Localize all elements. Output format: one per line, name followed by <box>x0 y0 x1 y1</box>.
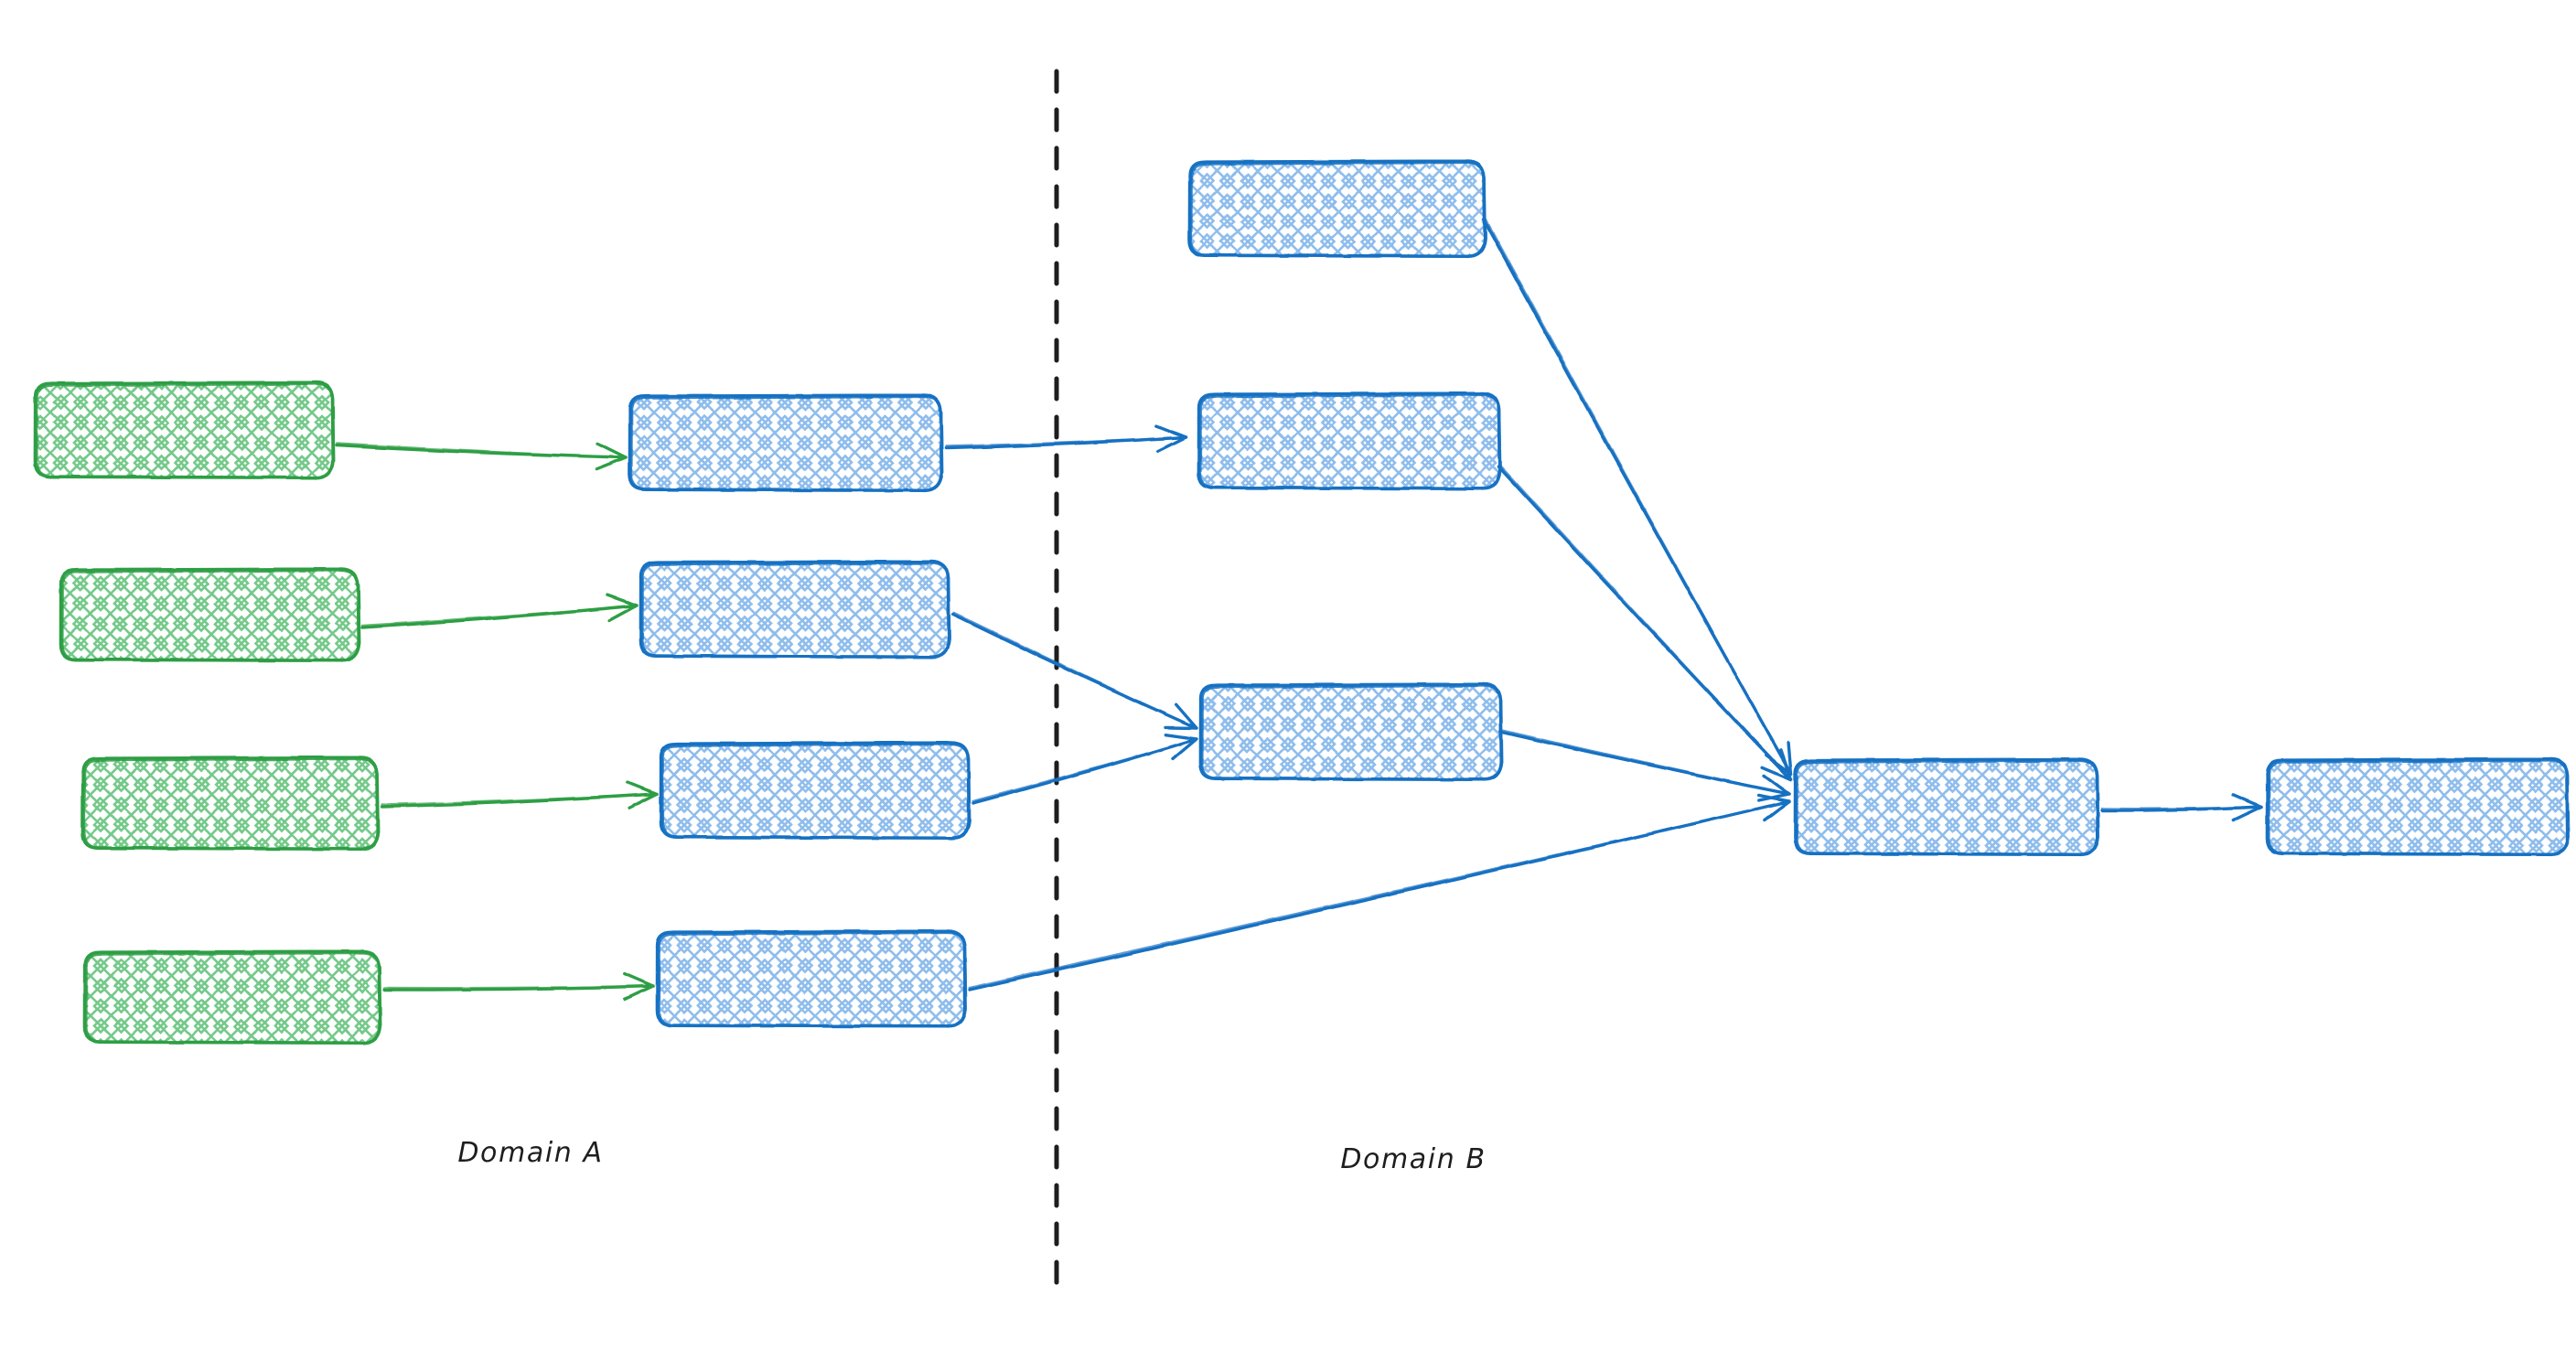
node-outline-shadow <box>657 931 968 1028</box>
node-outline-shadow <box>82 757 381 851</box>
arrowhead-icon <box>1164 702 1198 730</box>
edge-e10[interactable] <box>1497 464 1793 781</box>
node-b-1[interactable] <box>1187 159 1487 259</box>
node-b-out[interactable] <box>2265 757 2571 857</box>
edge-line-second-pass <box>971 738 1197 802</box>
node-outline-shadow <box>629 395 944 492</box>
node-outline-shadow <box>84 951 382 1045</box>
node-a-mid-2[interactable] <box>639 560 951 659</box>
label-layer: Domain A Domain B <box>457 1137 1486 1175</box>
node-fill <box>1795 759 2098 855</box>
node-fill <box>35 382 333 478</box>
edge-e3[interactable] <box>381 780 659 809</box>
node-b-2[interactable] <box>1197 391 1502 491</box>
edge-e8[interactable] <box>968 793 1791 991</box>
edge-line-second-pass <box>381 793 658 806</box>
node-a-in-2[interactable] <box>59 567 361 663</box>
edge-e7[interactable] <box>971 733 1198 805</box>
node-outline-shadow <box>60 569 361 662</box>
edge-e4[interactable] <box>382 971 655 1001</box>
edge-line-second-pass <box>1484 217 1792 775</box>
node-outline-shadow <box>1198 393 1502 490</box>
edge-line-second-pass <box>1499 728 1790 795</box>
edge-line-second-pass <box>360 605 638 627</box>
node-outline-shadow <box>640 562 951 659</box>
node-outline-shadow <box>35 382 336 479</box>
edge-line-second-pass <box>944 436 1186 447</box>
edge-line-second-pass <box>968 800 1790 989</box>
node-b-hub[interactable] <box>1793 757 2100 857</box>
node-fill <box>629 395 941 491</box>
label-domain-b: Domain B <box>1340 1143 1486 1175</box>
arrowhead-icon <box>2230 793 2263 822</box>
arrowhead-icon <box>626 780 659 809</box>
node-outline-shadow <box>660 743 971 840</box>
node-fill <box>1198 393 1499 489</box>
edge-e5[interactable] <box>944 423 1187 453</box>
edge-line-second-pass <box>1498 464 1792 780</box>
edge-e12[interactable] <box>2100 793 2263 822</box>
edge-line-second-pass <box>2100 806 2262 809</box>
node-a-in-1[interactable] <box>33 381 336 480</box>
edge-e2[interactable] <box>360 593 639 629</box>
edge-line-second-pass <box>382 985 654 989</box>
node-a-in-3[interactable] <box>80 756 381 852</box>
node-a-in-4[interactable] <box>82 949 382 1045</box>
label-domain-a: Domain A <box>457 1137 603 1169</box>
node-outline-shadow <box>1200 684 1504 781</box>
node-a-mid-3[interactable] <box>659 741 971 841</box>
edge-line-second-pass <box>336 442 627 458</box>
node-fill <box>1189 161 1485 257</box>
edge-e6[interactable] <box>951 612 1198 730</box>
node-fill <box>1200 684 1501 780</box>
arrowhead-icon <box>606 593 639 622</box>
edge-line-second-pass <box>952 612 1197 729</box>
node-fill <box>657 931 965 1027</box>
arrowhead-icon <box>623 971 655 1001</box>
node-fill <box>640 562 949 658</box>
arrowhead-icon <box>1164 733 1198 761</box>
arrowhead-icon <box>1760 748 1793 781</box>
node-b-3[interactable] <box>1198 682 1504 782</box>
node-outline-shadow <box>2267 759 2571 856</box>
node-outline-shadow <box>1189 161 1487 258</box>
node-fill <box>660 743 969 839</box>
edge-layer <box>335 217 2263 1001</box>
node-outline-shadow <box>1795 759 2100 856</box>
node-fill <box>60 569 359 661</box>
node-fill <box>82 757 378 850</box>
arrowhead-icon <box>1757 774 1791 802</box>
arrowhead-icon <box>595 442 628 471</box>
edge-e9[interactable] <box>1482 217 1793 776</box>
edge-e1[interactable] <box>335 442 628 471</box>
node-fill <box>2267 759 2568 855</box>
node-a-mid-1[interactable] <box>628 393 944 493</box>
edge-e11[interactable] <box>1498 728 1791 802</box>
node-layer <box>33 159 2571 1045</box>
node-a-mid-4[interactable] <box>655 929 968 1029</box>
node-fill <box>84 951 380 1044</box>
arrowhead-icon <box>1154 423 1187 453</box>
